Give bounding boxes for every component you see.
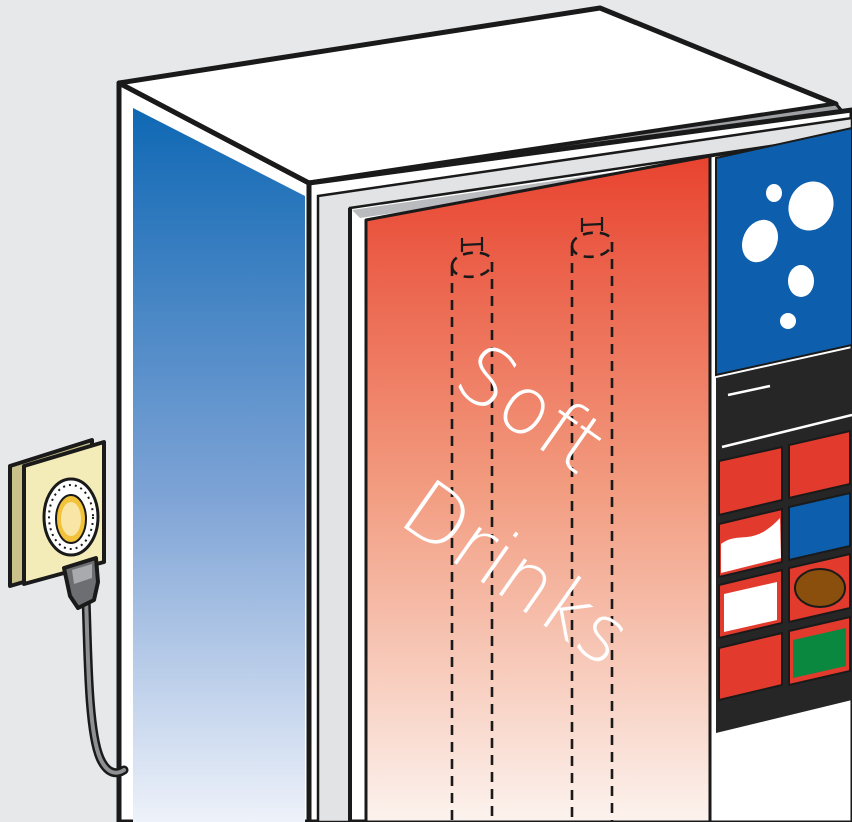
tube-socket-right (580, 217, 604, 232)
power-plug-icon (62, 556, 100, 610)
selection-button-4[interactable] (788, 491, 851, 562)
light-tube-left (450, 251, 494, 822)
selection-button-2[interactable] (788, 429, 851, 500)
selection-button-1[interactable] (718, 445, 783, 517)
bubbles-logo-icon (715, 126, 852, 377)
control-panel (708, 126, 852, 822)
selection-buttons (718, 429, 851, 702)
selection-button-7[interactable] (718, 631, 783, 702)
wall-outlet-timer-icon (8, 438, 106, 588)
machine-side-panel (116, 80, 312, 822)
front-sign-panel: Soft Drinks (364, 154, 712, 822)
tube-socket-left (460, 237, 484, 252)
light-tube-right (570, 231, 614, 822)
